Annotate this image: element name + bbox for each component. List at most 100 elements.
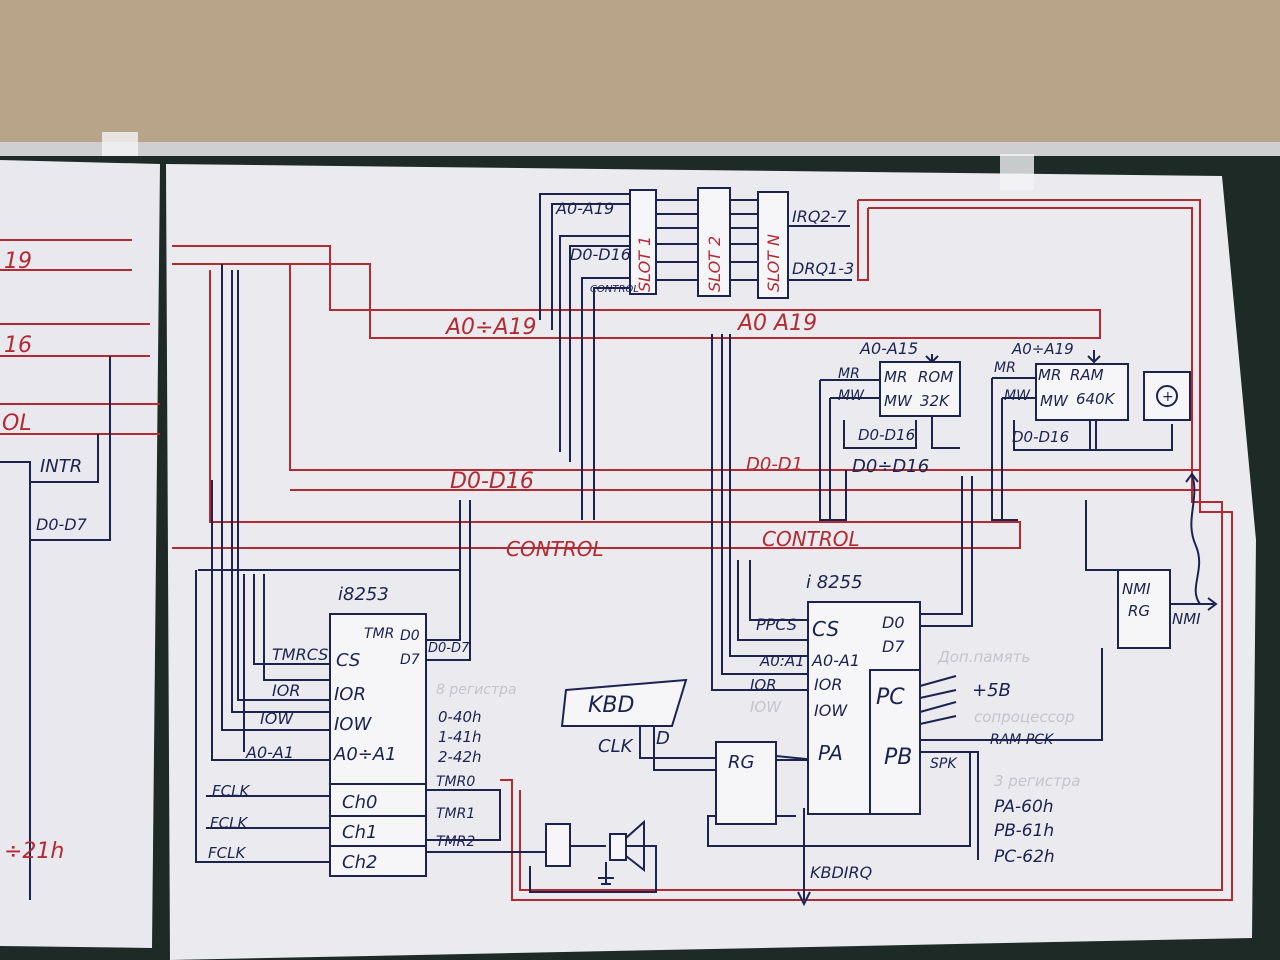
i8255-pa-addr: PA-60h xyxy=(994,797,1054,817)
slot-a0a19: A0-A19 xyxy=(555,199,614,218)
pin-iow: IOW xyxy=(334,714,372,735)
slot-drq: DRQ1-3 xyxy=(792,259,854,278)
pin-d0: D0 xyxy=(400,628,420,644)
nmi-register xyxy=(1117,569,1171,649)
pin-a0a1: A0÷A1 xyxy=(333,744,397,765)
i8253-faint-note: 8 регистра xyxy=(436,682,517,698)
rom-mw-label: MW xyxy=(838,388,865,404)
rom-pin-mw: MW xyxy=(884,392,913,410)
i8255-plus5b: +5B xyxy=(972,680,1011,701)
i8253-chip xyxy=(329,613,427,877)
pin-cs-8255: CS xyxy=(812,617,839,641)
left-a19: 19 xyxy=(4,249,32,274)
i8255-wiring xyxy=(711,334,979,860)
i8253-tmrcs: TMRCS xyxy=(272,645,328,664)
fclk-1: FCLK xyxy=(210,814,248,832)
i8255-chip xyxy=(807,601,921,815)
kbd-irq: KBDIRQ xyxy=(810,863,872,882)
outer-loop xyxy=(500,199,1233,901)
kbd-register xyxy=(715,741,777,825)
left-intr: INTR xyxy=(40,456,82,477)
nmi-rg-top: NMI xyxy=(1122,580,1151,598)
slot-control: CONTROL xyxy=(590,284,639,295)
slot-n-label: SLOT N xyxy=(764,234,783,292)
pin-ch0: Ch0 xyxy=(342,792,377,813)
rom-name: ROM xyxy=(918,368,953,386)
i8255-faint-2: сопроцессор xyxy=(974,708,1075,726)
slot-1 xyxy=(629,189,657,295)
fclk-2: FCLK xyxy=(208,844,246,862)
pin-d7-8255: D7 xyxy=(882,637,905,656)
ram-d0d16: D0-D16 xyxy=(1012,428,1069,446)
control-bus xyxy=(172,270,1021,549)
rom-chip xyxy=(879,361,961,417)
rom-a0a15: A0-A15 xyxy=(859,339,918,358)
kbd-d: D xyxy=(656,728,670,749)
pin-tmr: TMR xyxy=(364,626,394,642)
speaker-circuit xyxy=(426,789,657,893)
tape xyxy=(102,132,138,156)
slot-2 xyxy=(697,187,731,297)
i8253-d0d7: D0-D7 xyxy=(428,641,470,656)
slot-irq: IRQ2-7 xyxy=(792,207,847,226)
i8253-tmr1: TMR1 xyxy=(436,806,475,822)
rom-data-bus: D0÷D16 xyxy=(852,456,929,477)
rom-wiring xyxy=(819,354,960,521)
i8255-ior: IOR xyxy=(750,676,777,694)
kbd-block xyxy=(560,678,688,727)
pin-cs: CS xyxy=(336,650,360,671)
i8253-iow: IOW xyxy=(260,709,294,728)
i8255-a0a1: A0:A1 xyxy=(759,652,805,670)
xor-icon xyxy=(1156,385,1178,407)
i8253-ior: IOR xyxy=(272,681,300,700)
nmi-wiring xyxy=(920,472,1218,741)
pin-ch2: Ch2 xyxy=(342,852,377,873)
i8253-tmr0: TMR0 xyxy=(436,774,475,790)
left-sheet xyxy=(0,160,160,948)
tape xyxy=(1000,154,1034,190)
i8253-title: i8253 xyxy=(338,584,389,605)
data-bus-label-right: D0-D1 xyxy=(746,454,803,475)
board-frame xyxy=(0,142,1280,156)
ram-pin-mw: MW xyxy=(1040,392,1069,410)
slot-d0d16: D0-D16 xyxy=(570,245,631,264)
control-bus-label: CONTROL xyxy=(506,537,604,561)
ram-mr-label: MR xyxy=(994,360,1016,376)
ram-size: 640K xyxy=(1076,390,1116,408)
i8253-a0a1: A0-A1 xyxy=(245,743,294,762)
ram-mw-label: MW xyxy=(1004,388,1031,404)
left-lines xyxy=(0,356,111,900)
nmi-rg-bottom: RG xyxy=(1128,602,1150,620)
i8253-addr2: 2-42h xyxy=(438,748,482,766)
i8253-addr0: 0-40h xyxy=(438,708,482,726)
kbd-clk: CLK xyxy=(598,736,634,757)
i8255-ppcs: PPCS xyxy=(756,615,797,634)
pin-a0a1-8255: A0-A1 xyxy=(811,651,860,670)
i8255-pb-addr: PB-61h xyxy=(994,821,1054,841)
slot-wiring xyxy=(539,193,852,520)
i8255-pc-addr: PC-62h xyxy=(994,847,1055,867)
left-trunks xyxy=(195,264,471,863)
slot-2-label: SLOT 2 xyxy=(705,236,724,292)
i8253-tmr2: TMR2 xyxy=(436,834,475,850)
address-bus-label: A0÷A19 xyxy=(444,315,537,340)
i8255-port-box xyxy=(869,669,921,815)
ram-a0a19: A0÷A19 xyxy=(1011,340,1074,358)
slots xyxy=(629,187,789,299)
kbd-rg: RG xyxy=(728,752,755,773)
i8255-iow: IOW xyxy=(750,698,782,716)
pin-iow-8255: IOW xyxy=(814,701,848,720)
i8255-faint-1: Доп.память xyxy=(937,648,1030,666)
i8255-spk: SPK xyxy=(930,756,958,772)
slot-1-label: SLOT 1 xyxy=(635,236,654,292)
pin-d0-8255: D0 xyxy=(882,613,905,632)
left-address: ÷21h xyxy=(4,839,64,864)
pin-pc: PC xyxy=(876,685,905,710)
pin-pb: PB xyxy=(884,745,912,770)
address-bus-label-right: A0 A19 xyxy=(736,311,817,336)
left-control: OL xyxy=(2,411,32,436)
pin-d7: D7 xyxy=(400,652,420,668)
data-bus-label: D0-D16 xyxy=(450,469,534,494)
control-bus-label-right: CONTROL xyxy=(762,527,860,551)
